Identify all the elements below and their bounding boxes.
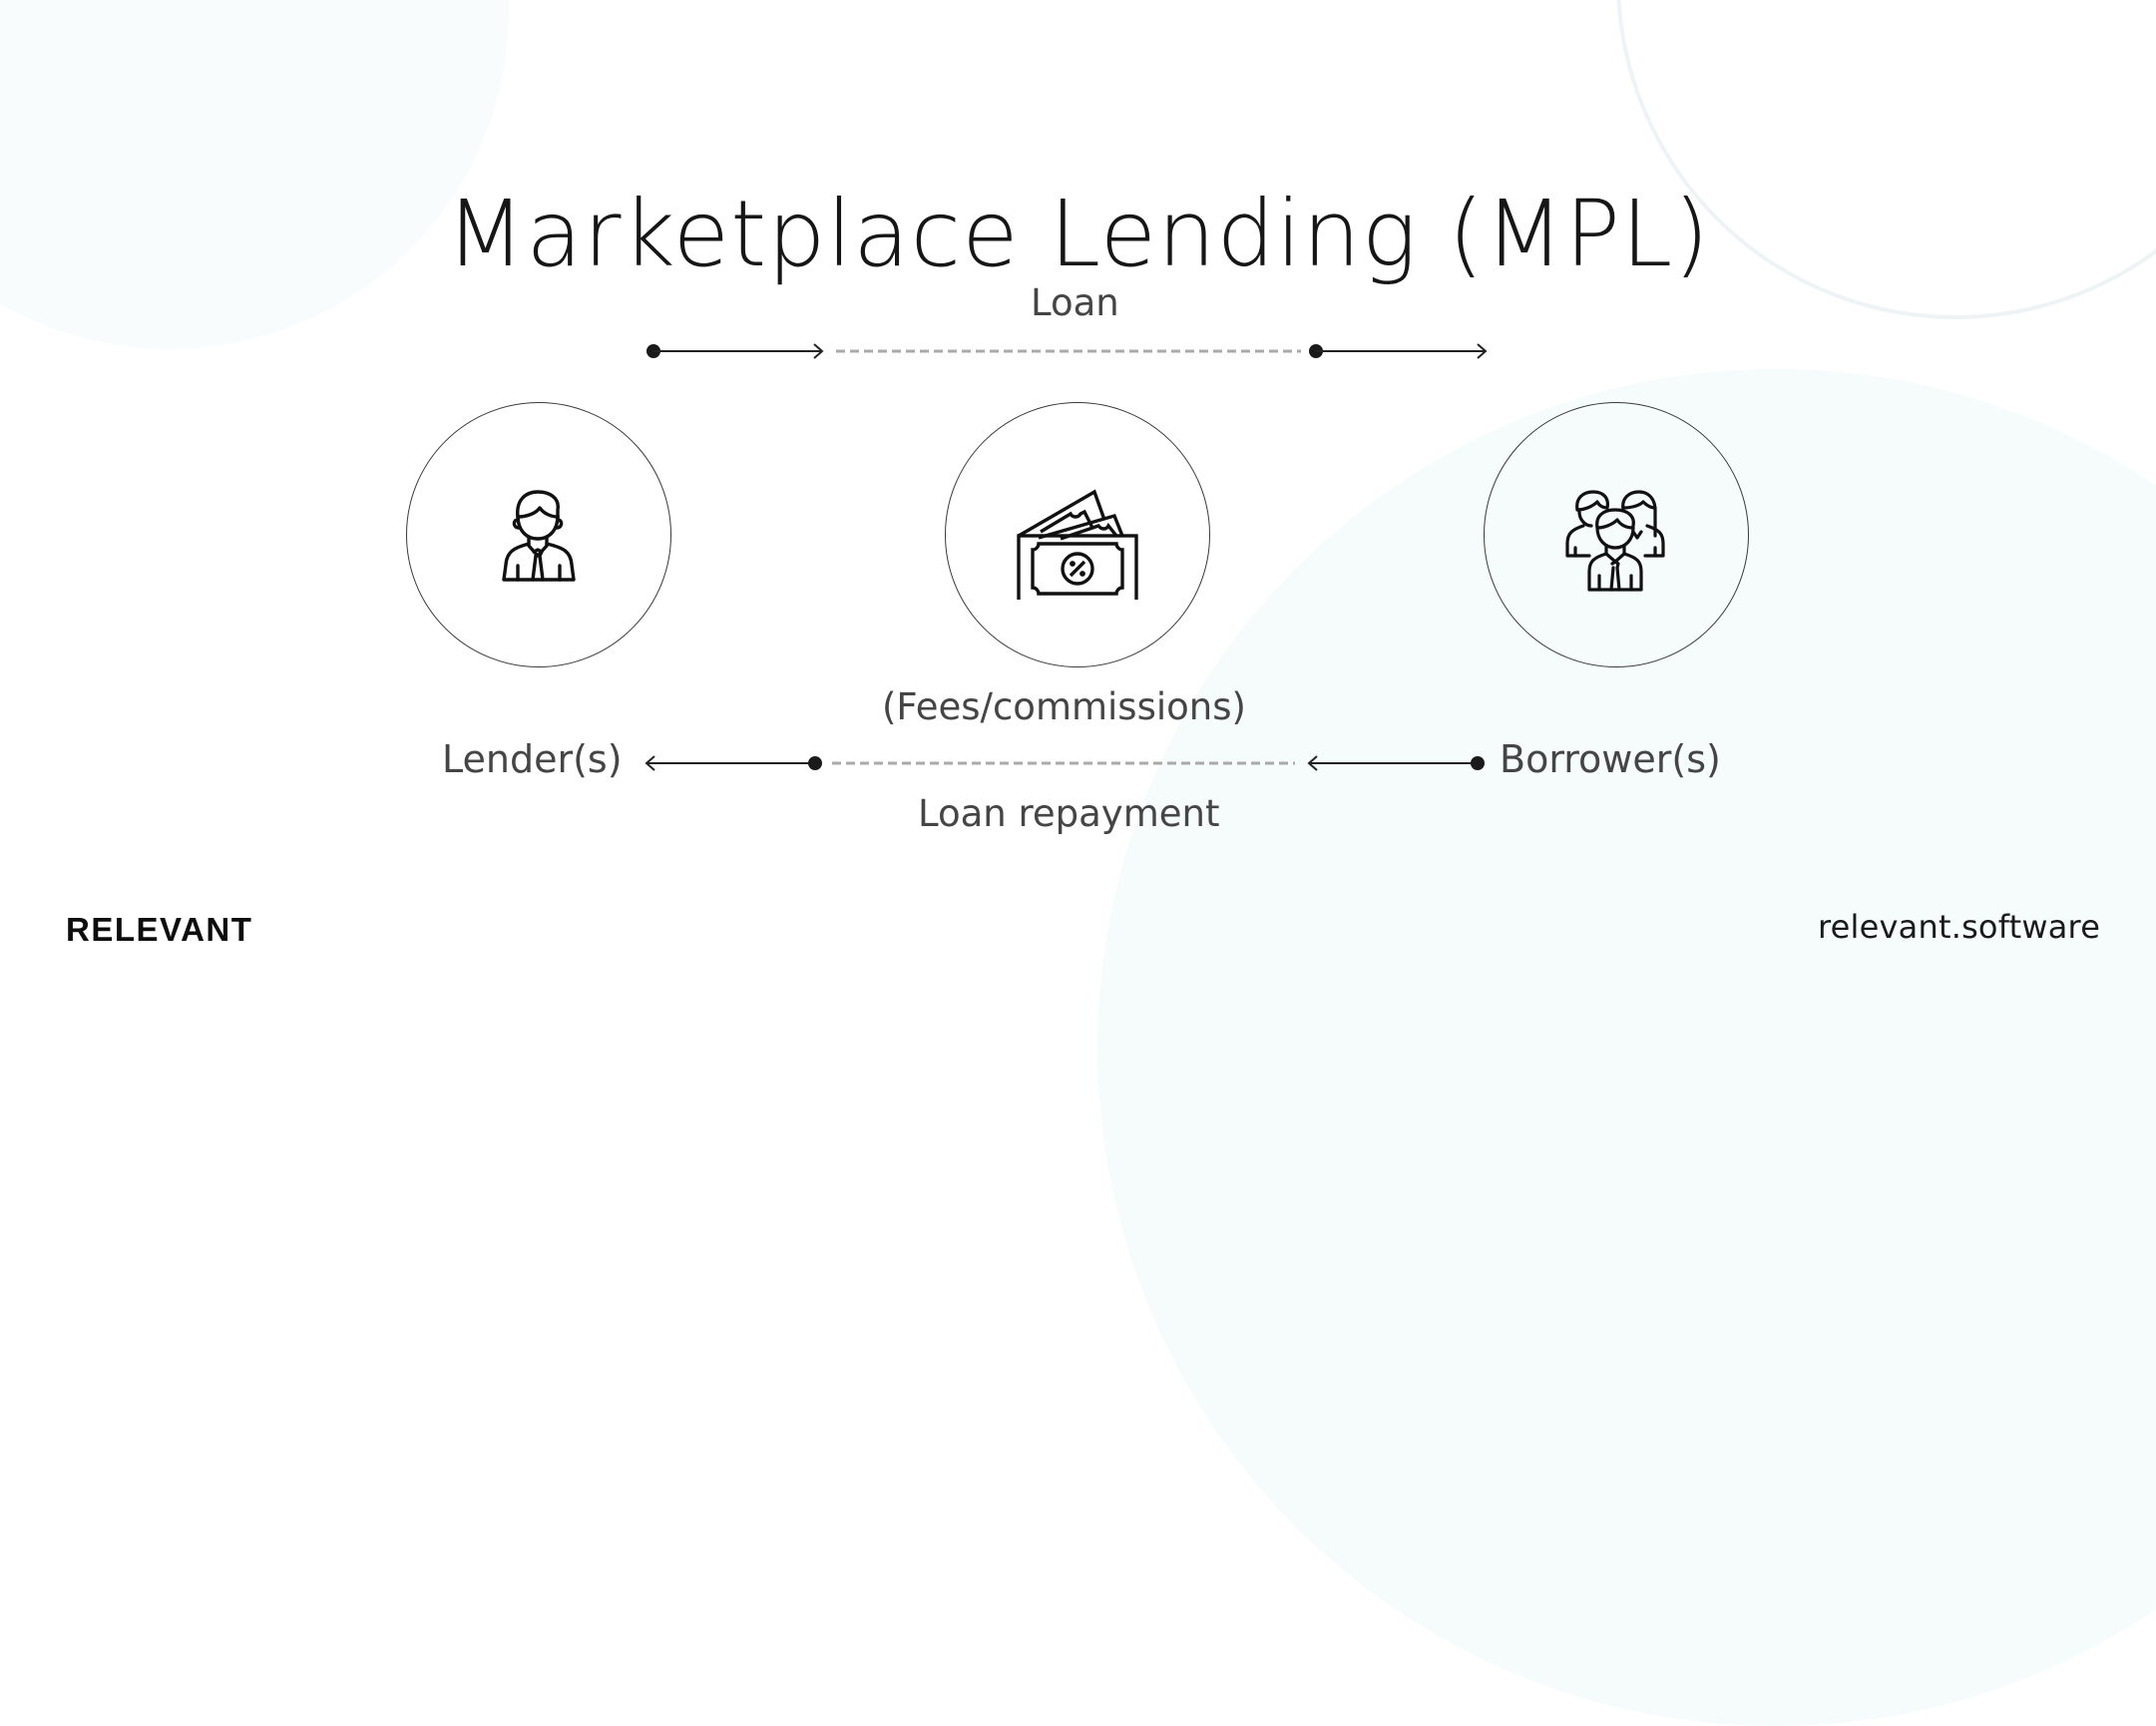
background-blob-top-left (0, 0, 509, 349)
money-percent-icon (1017, 489, 1138, 600)
lender-label: Lender(s) (442, 737, 623, 781)
fees-label: (Fees/commissions) (882, 685, 1246, 728)
website-link[interactable]: relevant.software (1818, 908, 2101, 946)
borrower-label: Borrower(s) (1500, 737, 1721, 781)
group-people-icon (1565, 490, 1665, 592)
loan-label: Loan (1031, 281, 1119, 324)
businessman-icon (502, 490, 576, 582)
borrower-node (1484, 402, 1749, 667)
loan-flow (647, 343, 1488, 359)
page-title: Marketplace Lending (MPL) (445, 180, 1711, 287)
platform-node (945, 402, 1210, 667)
loan-repayment-label: Loan repayment (918, 792, 1220, 835)
lender-node (406, 402, 671, 667)
brand-logo: RELEVANT (66, 911, 253, 948)
